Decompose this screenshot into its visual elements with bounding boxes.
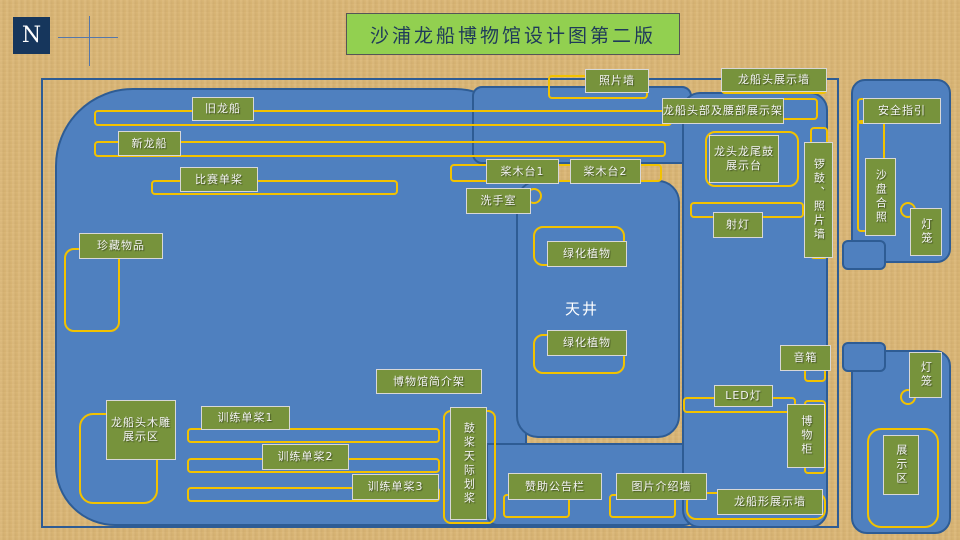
label-sculpture-display: 龙船头木雕展示区 <box>106 400 176 460</box>
label-training-paddle2: 训练单桨2 <box>262 444 349 470</box>
label-work-table2: 桨木台2 <box>570 159 641 184</box>
label-column-photo-wall: 锣鼓、照片墙 <box>804 142 833 258</box>
label-work-table1: 桨木台1 <box>486 159 559 184</box>
label-training-paddle3: 训练单桨3 <box>352 474 439 500</box>
label-lamp-right: 灯笼 <box>910 208 942 256</box>
label-new-dragon: 新龙船 <box>118 131 181 156</box>
building-outline <box>41 78 839 528</box>
label-display-area: 展示区 <box>883 435 919 495</box>
label-sponsor-board: 赞助公告栏 <box>508 473 602 500</box>
label-qigu: 鼓桨天际划桨 <box>450 407 487 520</box>
label-dragon-parts: 龙船头部及腰部展示架 <box>662 98 784 124</box>
skylight-label: 天井 <box>565 300 600 318</box>
label-dragon-tail-stage: 龙头龙尾鼓展示台 <box>709 135 779 183</box>
zone-connector-bottom <box>842 342 886 372</box>
display-area-outline <box>867 428 939 528</box>
zone-connector-top <box>842 240 886 270</box>
label-green-plant2: 绿化植物 <box>547 330 627 356</box>
label-dragon-shape-wall: 龙船形展示墙 <box>717 489 823 515</box>
old-dragon-rail <box>94 110 672 126</box>
label-green-plant1: 绿化植物 <box>547 241 627 267</box>
label-collection: 珍藏物品 <box>79 233 163 259</box>
label-dragon-head-wall: 龙船头展示墙 <box>721 68 827 92</box>
collection-area-outline <box>64 248 120 332</box>
label-wash-room: 洗手室 <box>466 188 531 214</box>
north-line-horizontal <box>58 37 118 38</box>
training-paddle-rail-3 <box>187 487 440 502</box>
label-led: LED灯 <box>714 385 773 407</box>
label-safety: 安全指引 <box>863 98 941 124</box>
label-race-boat: 比赛单桨 <box>180 167 258 192</box>
label-training-paddle1: 训练单桨1 <box>201 406 290 430</box>
label-image-intro-wall: 图片介绍墙 <box>616 473 707 500</box>
label-speaker: 音箱 <box>780 345 831 371</box>
label-showcase: 博物柜 <box>787 404 825 468</box>
north-line-vertical <box>89 16 90 66</box>
label-lamp-right2: 灯笼 <box>909 352 942 398</box>
training-paddle-rail-1 <box>187 428 440 443</box>
label-lamp-post: 射灯 <box>713 212 763 238</box>
dragon-stage-outline <box>705 131 799 187</box>
label-old-dragon: 旧龙船 <box>192 97 254 121</box>
north-marker: N <box>13 17 50 54</box>
label-sand-table: 沙盘合照 <box>865 158 896 236</box>
race-boat-rail <box>151 180 398 195</box>
label-photo-wall: 照片墙 <box>585 69 649 93</box>
new-dragon-rail <box>94 141 666 157</box>
page-title: 沙浦龙船博物馆设计图第二版 <box>346 13 680 55</box>
label-museum-intro: 博物馆简介架 <box>376 369 482 394</box>
